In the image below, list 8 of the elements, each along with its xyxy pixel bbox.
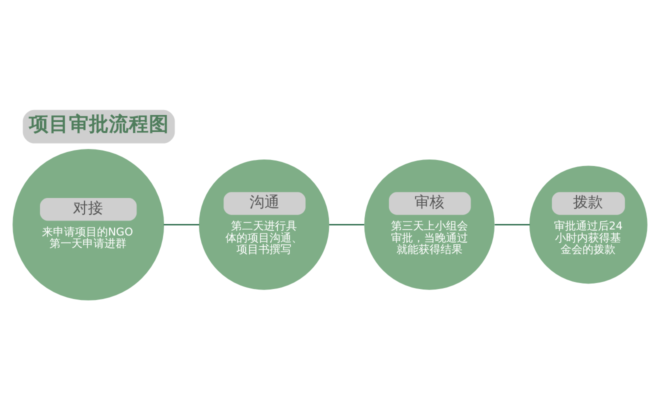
connector [164,224,200,226]
connector [329,224,364,226]
diagram-title: 项目审批流程图 [28,112,169,136]
connector [494,224,530,226]
node-circle: 沟通 第二天进行具体的项目沟通、项目书撰写 [198,160,330,290]
node-circle: 拨款 审批通过后24小时内获得基金会的拨款 [529,166,648,284]
node-circle: 审核 第三天上小组会审批，当晚通过就能获得结果 [364,160,495,290]
node-circle: 对接 来申请项目的NGO第一天申请进群 [12,148,164,300]
